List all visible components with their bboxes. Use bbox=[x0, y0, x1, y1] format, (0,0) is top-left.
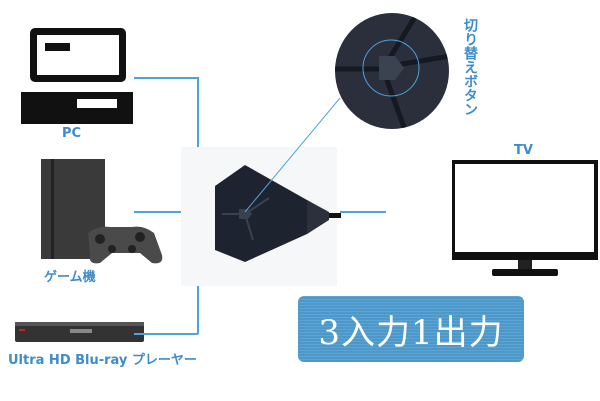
switch-button-closeup bbox=[335, 13, 449, 129]
pc-connection-line bbox=[134, 77, 198, 79]
game-console-icon bbox=[41, 159, 163, 264]
bluray-connection-line bbox=[134, 333, 198, 335]
tv-icon bbox=[452, 160, 598, 276]
tv-label: TV bbox=[514, 143, 533, 158]
bluray-player-icon bbox=[15, 322, 144, 342]
hdmi-switch-device bbox=[215, 165, 341, 262]
pc-label: PC bbox=[62, 126, 82, 141]
tv-connection-line bbox=[340, 211, 386, 213]
three-in-one-out-badge: 3入力1出力 bbox=[298, 296, 524, 362]
game-console-label: ゲーム機 bbox=[44, 270, 96, 285]
switch-button-label: 切り替えボタン bbox=[462, 18, 478, 116]
pc-icon bbox=[21, 28, 133, 124]
bluray-label: Ultra HD Blu-ray プレーヤー bbox=[8, 353, 197, 368]
